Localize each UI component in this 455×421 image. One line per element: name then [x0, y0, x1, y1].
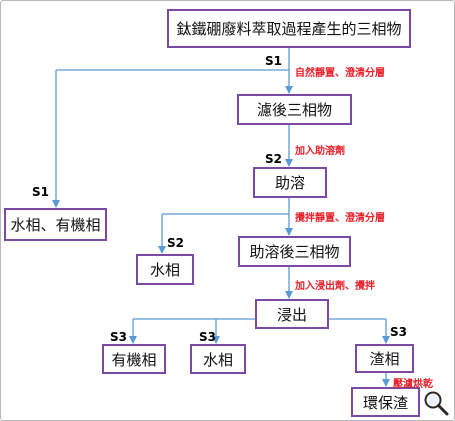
node-residue-label: 渣相: [369, 350, 400, 368]
action-add-leach: 加入浸出劑、攪拌: [295, 281, 375, 292]
action-stir-settle: 攪拌靜置、澄清分層: [295, 213, 385, 224]
node-water-organic-label: 水相、有機相: [10, 216, 101, 234]
action-settle: 自然靜置、澄清分層: [295, 68, 385, 79]
node-after-aid: 助溶後三相物: [238, 236, 351, 267]
node-filtered: 濾後三相物: [237, 94, 352, 125]
step-label-s2-water: S2: [167, 236, 184, 250]
action-press-dry: 壓濾烘乾: [393, 379, 433, 390]
node-aid-label: 助溶: [274, 174, 305, 192]
node-organic-label: 有機相: [111, 350, 157, 369]
node-water-organic: 水相、有機相: [4, 208, 107, 241]
node-leach-label: 浸出: [276, 305, 307, 324]
node-water-2: 水相: [190, 344, 246, 374]
step-label-s3-water: S3: [199, 330, 216, 344]
node-water-1-label: 水相: [149, 261, 180, 279]
magnifier-icon[interactable]: [422, 390, 450, 416]
node-water-2-label: 水相: [202, 350, 233, 369]
node-water-1: 水相: [136, 254, 194, 285]
node-leach: 浸出: [255, 299, 329, 329]
step-label-s3-residue: S3: [390, 325, 407, 339]
node-eco-slag-label: 環保渣: [362, 393, 408, 412]
node-residue: 渣相: [355, 344, 414, 373]
step-label-s1-left: S1: [32, 185, 49, 199]
step-label-s2-top: S2: [265, 152, 282, 166]
node-filtered-label: 濾後三相物: [256, 101, 332, 119]
node-source: 鈦鐵硼廢料萃取過程產生的三相物: [167, 9, 411, 48]
node-after-aid-label: 助溶後三相物: [249, 243, 340, 261]
step-label-s1-top: S1: [265, 54, 282, 68]
node-organic: 有機相: [102, 344, 166, 374]
node-source-label: 鈦鐵硼廢料萃取過程產生的三相物: [176, 20, 402, 38]
action-add-aid: 加入助溶劑: [295, 146, 345, 157]
node-aid: 助溶: [253, 167, 327, 198]
step-label-s3-organic: S3: [110, 330, 127, 344]
node-eco-slag: 環保渣: [351, 387, 420, 417]
